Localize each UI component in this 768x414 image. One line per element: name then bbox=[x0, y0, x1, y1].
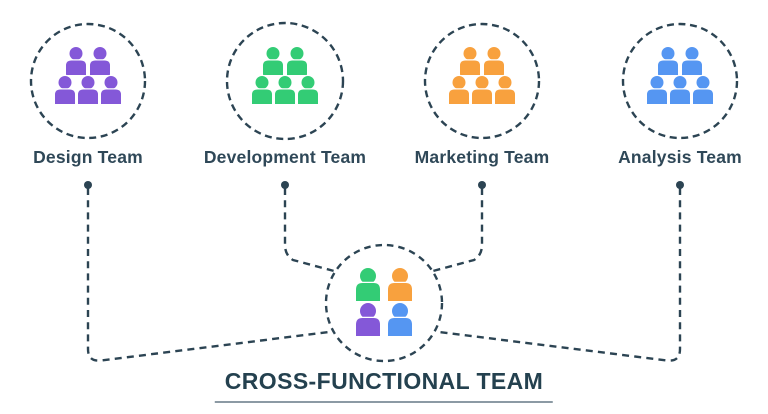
design-team-circle bbox=[29, 22, 147, 140]
connector-analysis-team bbox=[438, 188, 682, 362]
development-team-label: Development Team bbox=[203, 147, 367, 167]
cross-functional-members-icon bbox=[354, 266, 414, 338]
center-team-circle bbox=[324, 243, 444, 363]
connector-dots bbox=[84, 181, 684, 189]
diagram-title: CROSS-FUNCTIONAL TEAM bbox=[214, 368, 554, 403]
marketing-team-label: Marketing Team bbox=[414, 147, 550, 167]
design-team-label: Design Team bbox=[33, 147, 143, 167]
connector-design-team bbox=[86, 188, 330, 362]
development-team-members-icon bbox=[250, 45, 320, 106]
design-team-members-icon bbox=[53, 45, 123, 106]
development-team-circle bbox=[225, 21, 345, 141]
connector-development-team bbox=[283, 188, 335, 273]
center-member-purple bbox=[354, 301, 382, 338]
analysis-team-label: Analysis Team bbox=[618, 147, 742, 167]
analysis-team-members-icon bbox=[645, 45, 715, 106]
analysis-team-dot bbox=[676, 181, 684, 189]
center-member-blue bbox=[386, 301, 414, 338]
connector-marketing-team bbox=[432, 188, 484, 273]
analysis-team-circle bbox=[621, 22, 739, 140]
marketing-team-circle bbox=[423, 22, 541, 140]
marketing-team-members-icon bbox=[447, 45, 517, 106]
marketing-team-dot bbox=[478, 181, 486, 189]
development-team-dot bbox=[281, 181, 289, 189]
center-member-green bbox=[354, 266, 382, 303]
center-member-orange bbox=[386, 266, 414, 303]
design-team-dot bbox=[84, 181, 92, 189]
dashed-strokes bbox=[29, 21, 739, 363]
